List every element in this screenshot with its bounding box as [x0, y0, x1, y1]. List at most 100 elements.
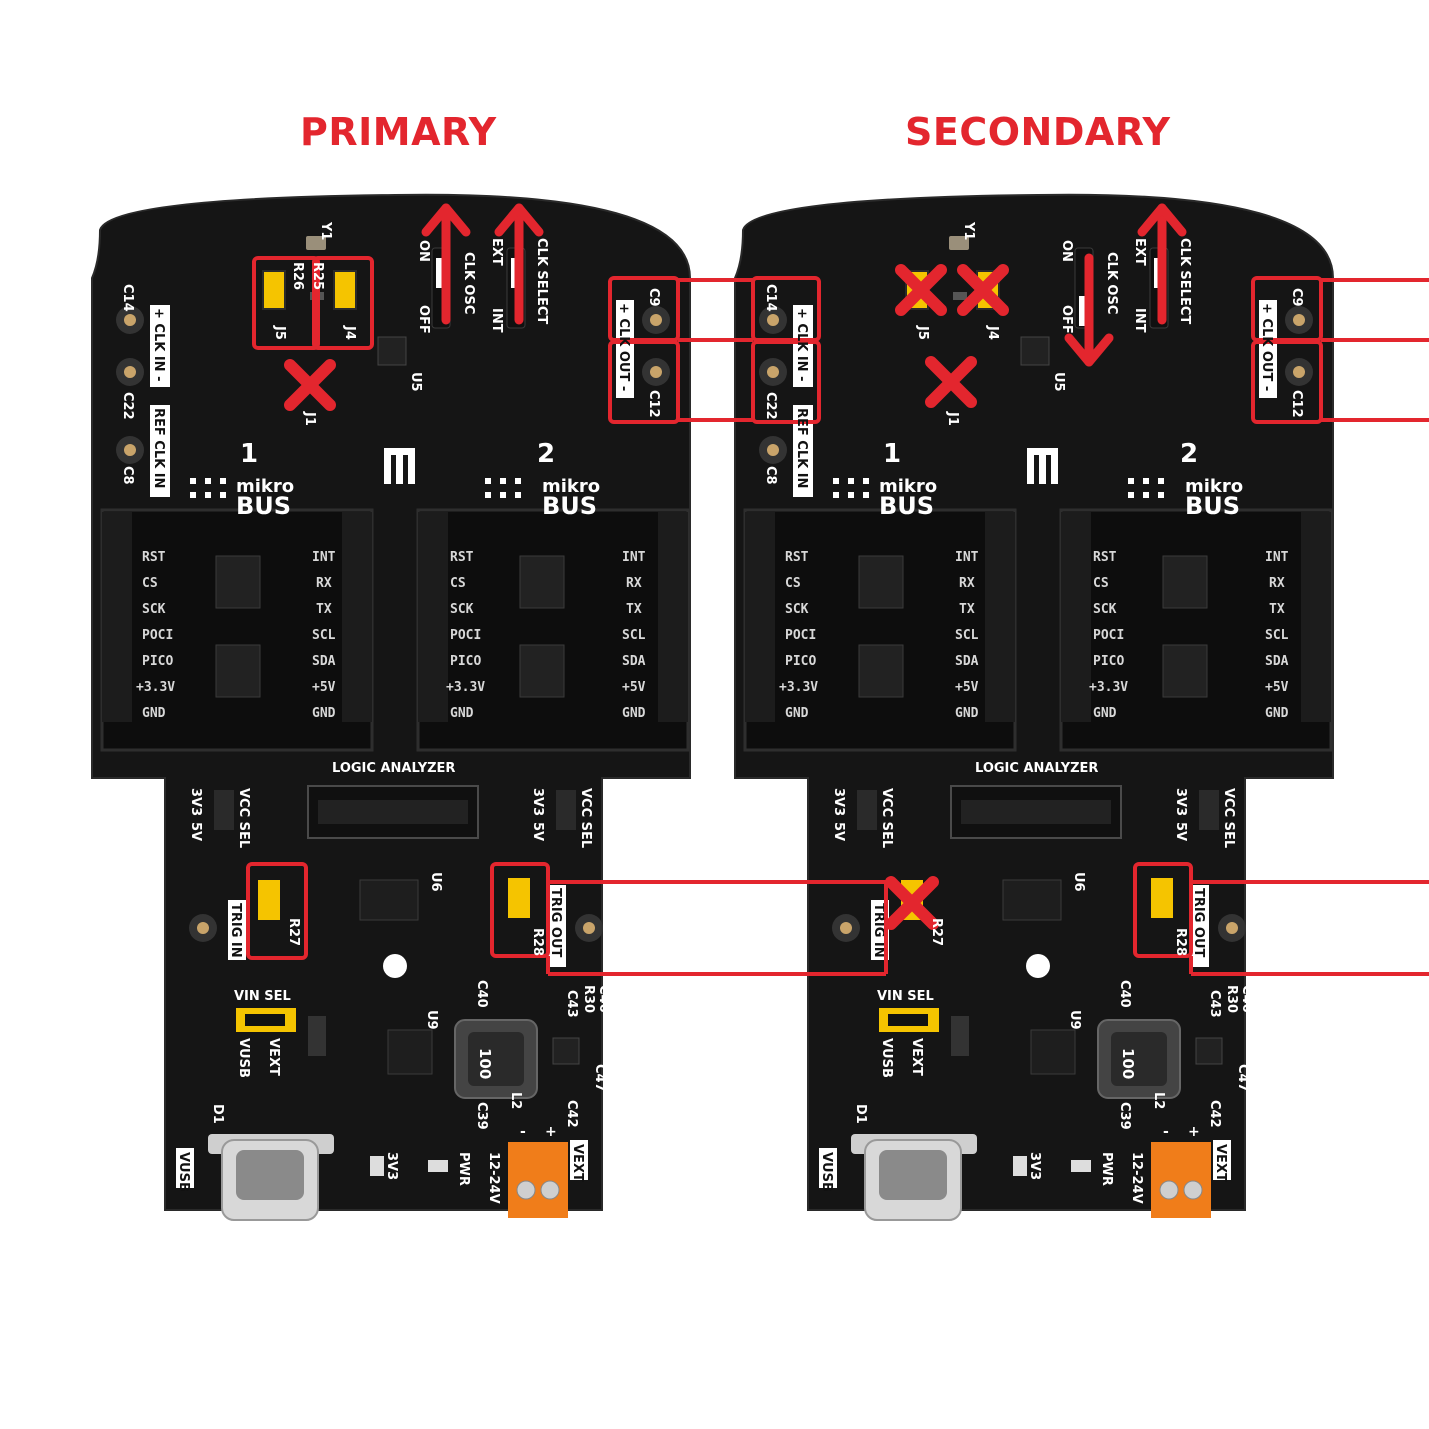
c46-label: C46 — [1239, 985, 1254, 1013]
pin-label: GND — [142, 706, 166, 721]
pin-label: PICO — [142, 654, 173, 669]
bus2-number: 2 — [537, 439, 555, 469]
jumper-j5[interactable] — [264, 272, 284, 308]
highlight-trig-out — [490, 862, 550, 958]
pin-label: INT — [1265, 550, 1289, 565]
u6-label: U6 — [428, 872, 443, 892]
ref-clk-in-label: REF CLK IN — [151, 408, 166, 488]
j1-label: J1 — [945, 411, 960, 426]
vext-bottom-label: VEXT — [1213, 1144, 1228, 1182]
vcc-sel-right-label: VCC SEL — [578, 788, 593, 848]
vusb-label: VUSB — [236, 1038, 251, 1078]
c46-label: C46 — [596, 985, 611, 1013]
c8-label: C8 — [763, 466, 778, 485]
c9-label: C9 — [1289, 288, 1304, 307]
vext-bottom-label: VEXT — [570, 1144, 585, 1182]
primary-title: PRIMARY — [300, 110, 497, 154]
switch-clk-osc-handle[interactable] — [1079, 296, 1089, 326]
clk-out-label: + CLK OUT - — [616, 303, 631, 391]
bus2-mikro: mikro — [1185, 476, 1243, 497]
v12-24-label: 12-24V — [486, 1152, 501, 1204]
r25-label: R25 — [310, 262, 325, 290]
x-mark-j1 — [284, 359, 336, 411]
highlight-j4 — [312, 256, 374, 350]
pin-label: RST — [1093, 550, 1117, 565]
pin-label: GND — [955, 706, 979, 721]
pin-label: PICO — [450, 654, 481, 669]
c8-label: C8 — [120, 466, 135, 485]
clk-osc-label: CLK OSC — [461, 252, 476, 314]
inductor-label: 100 — [1119, 1048, 1137, 1079]
switch-ext-label: EXT — [489, 238, 504, 266]
d1-label: D1 — [210, 1104, 225, 1124]
j4-label: J4 — [985, 325, 1000, 340]
pwr-label: PWR — [1099, 1152, 1114, 1186]
primary-board: 1 mikro BUS 2 mikro BUS LOGIC ANALYZER V… — [90, 193, 692, 1222]
pin-label: SCK — [785, 602, 809, 617]
u5-label: U5 — [1051, 372, 1066, 392]
bus2-bus: BUS — [1185, 492, 1240, 520]
pin-label: CS — [1093, 576, 1109, 591]
vusb-bottom-label: VUSB — [819, 1152, 834, 1192]
secondary-board: 1 mikro BUS 2 mikro BUS LOGIC ANALYZER V… — [733, 193, 1335, 1222]
pin-label: SCK — [1093, 602, 1117, 617]
v5v-right-label: 5V — [1173, 822, 1188, 841]
pin-label: SCK — [450, 602, 474, 617]
v12-24-label: 12-24V — [1129, 1152, 1144, 1204]
jumper-trig-in[interactable] — [258, 880, 280, 920]
x-mark-j4 — [957, 264, 1009, 316]
pin-label: POCI — [450, 628, 481, 643]
c12-label: C12 — [1289, 390, 1304, 418]
x-mark-trig-in — [885, 876, 939, 930]
pin-label: SDA — [955, 654, 979, 669]
v3v3-right-label: 3V3 — [1173, 788, 1188, 816]
pwr-label: PWR — [456, 1152, 471, 1186]
jumper-j4[interactable] — [335, 272, 355, 308]
bus1-bus: BUS — [236, 492, 291, 520]
switch-on-label: ON — [416, 240, 431, 262]
secondary-bus2-right-pins: INT RX TX SCL SDA +5V GND — [1265, 550, 1289, 721]
pin-label: RX — [959, 576, 975, 591]
c14-label: C14 — [763, 284, 778, 312]
arrow-down-clk-osc — [1064, 253, 1114, 367]
pin-label: RX — [316, 576, 332, 591]
terminal-plus: + — [545, 1124, 557, 1140]
vext-label: VEXT — [909, 1038, 924, 1076]
c39-label: C39 — [1117, 1102, 1132, 1130]
pin-label: +3.3V — [446, 680, 485, 695]
pin-label: RST — [785, 550, 809, 565]
secondary-title: SECONDARY — [905, 110, 1171, 154]
pin-label: INT — [622, 550, 646, 565]
u6-label: U6 — [1071, 872, 1086, 892]
pin-label: +5V — [955, 680, 979, 695]
v3v3-left-label: 3V3 — [188, 788, 203, 816]
j5-label: J5 — [915, 325, 930, 340]
j1-label: J1 — [302, 411, 317, 426]
pin-label: POCI — [785, 628, 816, 643]
pin-label: GND — [1265, 706, 1289, 721]
bus1-number: 1 — [883, 439, 901, 469]
vusb-bottom-label: VUSB — [176, 1152, 191, 1192]
r27-label: R27 — [929, 918, 944, 946]
pin-label: CS — [142, 576, 158, 591]
jumper-trig-out[interactable] — [508, 878, 530, 918]
highlight-j5 — [252, 256, 320, 350]
r30-label: R30 — [581, 985, 596, 1013]
primary-bus1-right-pins: INT RX TX SCL SDA +5V GND — [312, 550, 336, 721]
connection-lines — [546, 278, 1429, 976]
switch-off-label: OFF — [416, 305, 431, 334]
v5v-left-label: 5V — [831, 822, 846, 841]
pin-label: POCI — [142, 628, 173, 643]
trig-out-label: TRIG OUT — [548, 888, 563, 958]
c22-label: C22 — [763, 392, 778, 420]
l2-label: L2 — [508, 1092, 523, 1109]
arrow-up-clk-select — [494, 203, 544, 325]
primary-bus2-left-pins: RST CS SCK POCI PICO +3.3V GND — [446, 550, 485, 721]
pin-label: SCL — [955, 628, 979, 643]
pin-label: RST — [142, 550, 166, 565]
v3v3-led-label: 3V3 — [1027, 1152, 1042, 1180]
highlight-clk-in-minus — [751, 340, 821, 424]
switch-clk-osc-handle[interactable] — [436, 258, 446, 288]
u9-label: U9 — [424, 1010, 439, 1030]
jumper-trig-out[interactable] — [1151, 878, 1173, 918]
